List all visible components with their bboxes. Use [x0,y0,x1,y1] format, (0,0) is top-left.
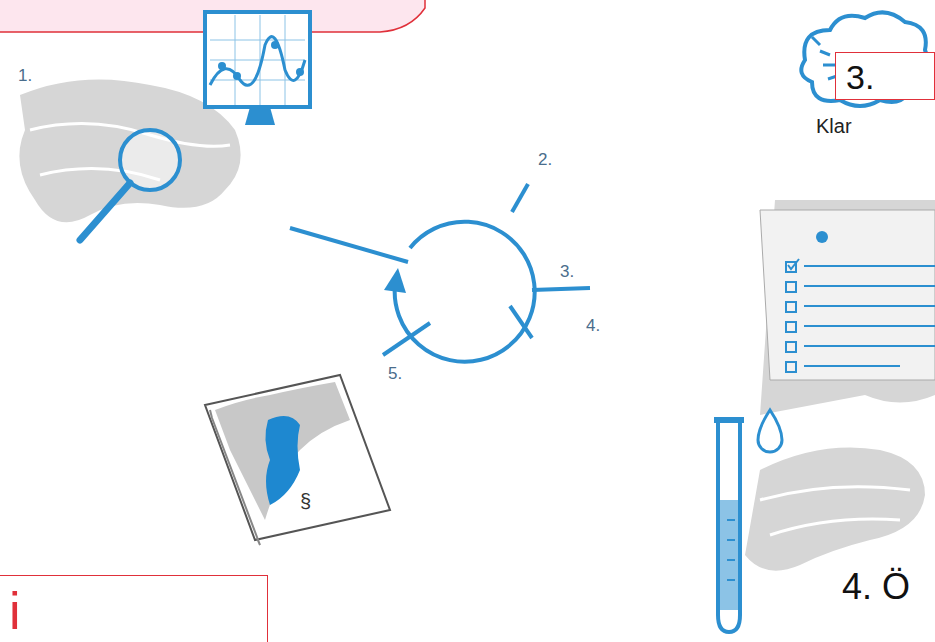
section-symbol: § [300,490,311,513]
spoke-2 [512,184,528,212]
callout-number: 3. [560,262,574,282]
spoke-4 [510,306,532,338]
map-land [215,382,350,520]
box-heading: 3. [846,53,924,101]
tube-liquid [720,500,738,610]
cycle-arrowhead [384,268,406,293]
chart-dots [218,41,304,80]
chart-grid [210,15,305,105]
document-shadow [760,200,935,415]
callout-number: 1. [18,66,32,86]
magnifier-handle [80,183,130,240]
callout-number: 2. [538,150,552,170]
box-subtitle: Klar [816,115,852,138]
spoke-3 [532,288,590,290]
pin [816,231,828,243]
monitor [205,12,310,107]
cycle-circle [395,222,535,362]
callout-number: 5. [388,364,402,384]
callout-box: i [0,575,268,642]
callout-number: 4. [586,316,600,336]
tube-rim [714,417,744,423]
callout-box: 3.Klar [835,52,935,100]
spoke-1 [290,228,408,262]
map-region [265,416,300,505]
spoke-5 [383,323,430,355]
box-heading: i [9,576,257,642]
step-heading: 4. Ö [842,566,910,608]
checklist [786,259,935,372]
chart-line [210,37,305,86]
river-shape [745,448,925,571]
map-book [205,375,390,540]
monitor-stand [245,107,275,125]
document-page [760,210,935,380]
tube-scale [727,520,735,580]
water-drop [758,410,782,452]
test-tube [718,420,740,632]
river-lines [760,487,910,535]
